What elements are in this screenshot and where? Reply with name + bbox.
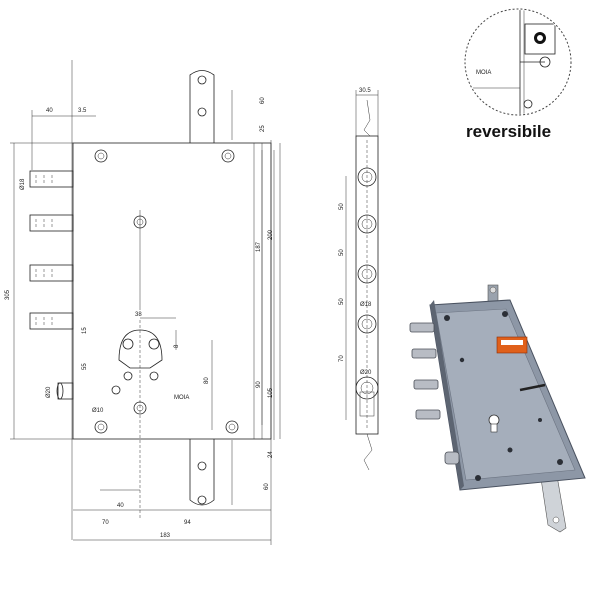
- dim-8: 8: [174, 344, 180, 348]
- dim-70: 70: [102, 520, 109, 526]
- dim-183: 183: [160, 533, 171, 539]
- dim-3-5: 3.5: [78, 108, 87, 114]
- side-dim-70: 70: [339, 355, 345, 362]
- dim-90: 90: [256, 381, 262, 388]
- photo-bolts: [409, 322, 460, 465]
- callout-brand-mark: MOIA: [476, 70, 491, 76]
- dim-40-bottom: 40: [117, 503, 124, 509]
- side-dim-50-a: 50: [339, 203, 345, 210]
- top-bracket: [189, 70, 215, 143]
- bottom-bracket-hole: [197, 495, 207, 505]
- dim-pin-dia: Ø18: [20, 178, 26, 190]
- side-dim-50-c: 50: [339, 298, 345, 305]
- dim-25: 25: [260, 125, 266, 132]
- front-view: MOIA 40 3.5 Ø18 305 38: [5, 60, 281, 545]
- dim-60-bottom: 60: [264, 483, 270, 490]
- dim-hole-20: Ø20: [46, 386, 52, 398]
- dim-15: 15: [82, 327, 88, 334]
- dim-40-top: 40: [46, 108, 53, 114]
- lock-body-outline: [72, 142, 272, 440]
- top-bracket-hole: [197, 107, 207, 117]
- brand-stamp: MOIA: [174, 395, 189, 401]
- dim-94: 94: [184, 520, 191, 526]
- dim-60-top: 60: [260, 97, 266, 104]
- dim-105: 105: [268, 387, 274, 398]
- dim-24: 24: [268, 451, 274, 458]
- dim-80: 80: [204, 377, 210, 384]
- dim-38: 38: [135, 312, 142, 318]
- side-dim-pin-20: Ø20: [360, 370, 372, 376]
- reversible-detail-callout: MOIA: [464, 8, 572, 116]
- dim-hole-10: Ø10: [92, 408, 104, 414]
- dim-55: 55: [82, 363, 88, 370]
- screw-holes: [94, 149, 239, 434]
- callout-circle: [464, 8, 572, 116]
- deadbolt-pins: [29, 170, 74, 330]
- lock-photo: [409, 284, 586, 533]
- dim-305: 305: [5, 289, 11, 300]
- dimension-lines: [10, 60, 275, 545]
- latch-bolt: [57, 382, 74, 400]
- side-dim-50-b: 50: [339, 249, 345, 256]
- reversible-label: reversibile: [466, 122, 552, 141]
- dim-200: 200: [268, 229, 274, 240]
- top-bracket-hole: [197, 75, 207, 85]
- side-dim-pin-18: Ø18: [360, 302, 372, 308]
- bottom-bracket-hole: [197, 461, 207, 471]
- cylinder-cutout: [118, 329, 163, 369]
- dim-187: 187: [256, 241, 262, 252]
- side-view: 30.5 50 50 50 70 Ø18 Ø20: [339, 88, 379, 471]
- side-dim-30-5: 30.5: [359, 88, 371, 94]
- bottom-bracket: [189, 439, 215, 506]
